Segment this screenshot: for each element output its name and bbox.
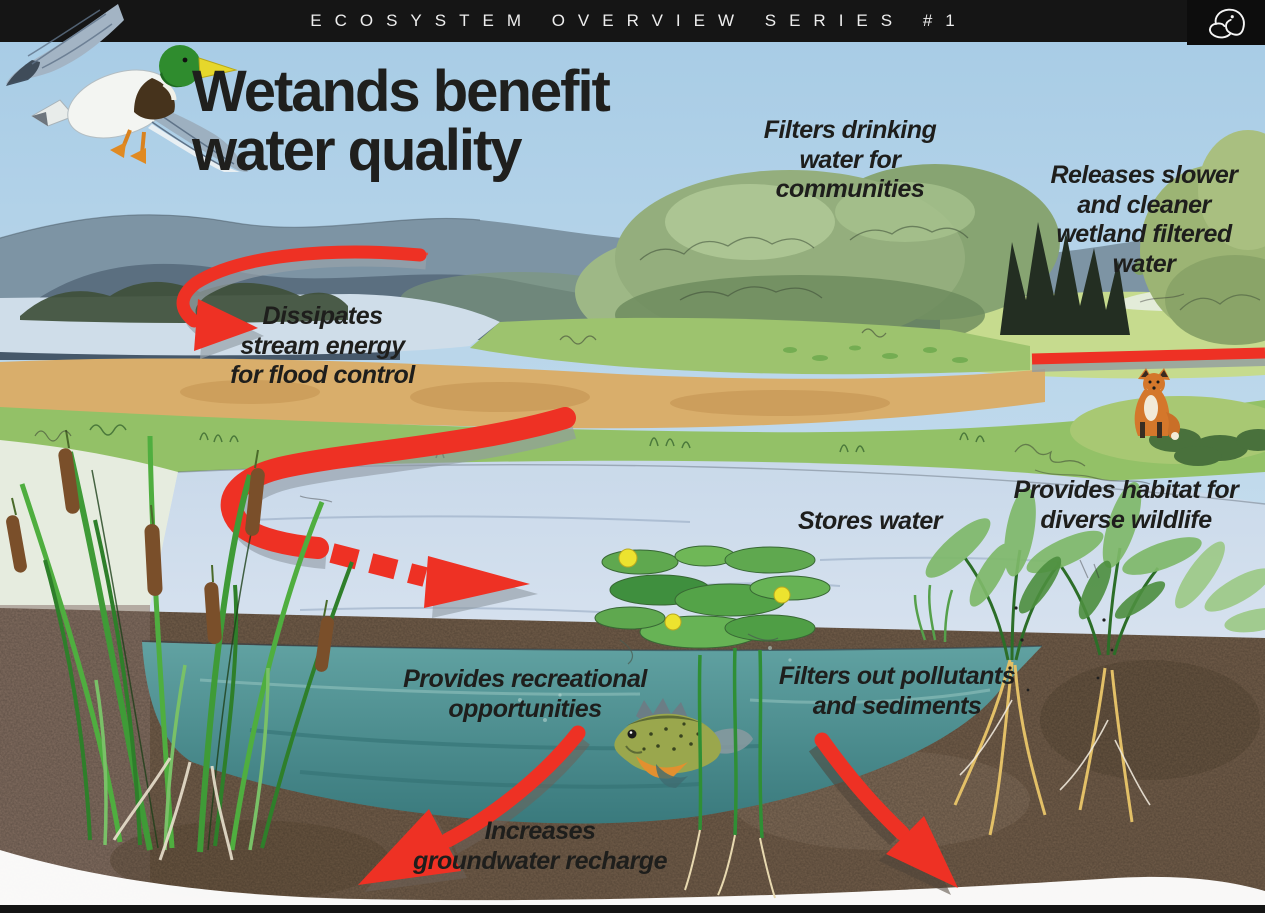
- dirt-band: [0, 358, 1045, 429]
- aquatic-stems: [684, 647, 776, 899]
- benefit-label-dissipates-stream-energy: Dissipates stream energy for flood contr…: [230, 302, 415, 389]
- benefit-label-provides-habitat: Provides habitat for diverse wildlife: [1013, 476, 1239, 534]
- flying-mallard-illustration: [6, 4, 248, 172]
- wetland-plants-illustration: [913, 481, 1265, 836]
- cattails-illustration: [6, 429, 354, 861]
- mid-marsh: [470, 317, 1030, 375]
- sketch-scribbles: [34, 293, 1185, 579]
- series-banner-text: ECOSYSTEM OVERVIEW SERIES #1: [310, 11, 968, 30]
- inflow-strip-arrow: [1031, 347, 1265, 372]
- water-flow-arrows: [176, 245, 1265, 895]
- groundwater-arrow-left: [358, 725, 590, 892]
- bottom-border-bar: [0, 905, 1265, 913]
- underwater-zone: [141, 640, 1043, 824]
- sunfish-illustration: [614, 698, 753, 788]
- poster-title: Wetands benefit water quality: [192, 59, 611, 184]
- groundwater-arrow-right: [808, 732, 958, 895]
- benefit-label-releases-slower-cleaner: Releases slower and cleaner wetland filt…: [1050, 161, 1238, 278]
- red-fox-illustration: [1134, 368, 1181, 440]
- benefit-label-filters-drinking-water: Filters drinking water for communities: [763, 116, 937, 203]
- series-banner: ECOSYSTEM OVERVIEW SERIES #1: [0, 0, 1265, 42]
- duck-head-icon: [1209, 8, 1245, 38]
- benefit-label-groundwater-recharge: Increases groundwater recharge: [413, 817, 667, 875]
- benefit-label-stores-water: Stores water: [797, 507, 943, 535]
- meander-arrow: [220, 407, 577, 618]
- brand-logo: [1187, 0, 1265, 45]
- dark-trees: [1000, 222, 1130, 335]
- stream-energy-arrow: [176, 245, 429, 359]
- benefit-label-filters-pollutants: Filters out pollutants and sediments: [778, 662, 1016, 720]
- lily-pads-illustration: [594, 545, 831, 665]
- benefit-label-recreational-opportunities: Provides recreational opportunities: [403, 665, 647, 723]
- right-edge-trees: [1140, 130, 1265, 345]
